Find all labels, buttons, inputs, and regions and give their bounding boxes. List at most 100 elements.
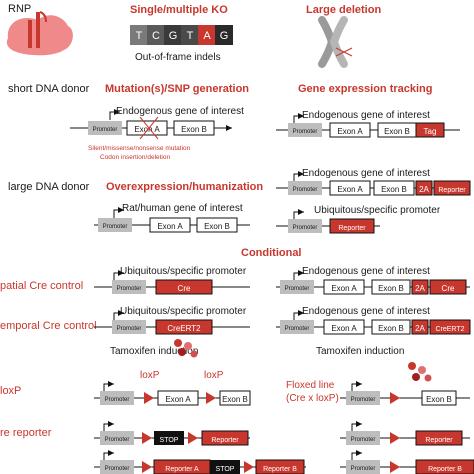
deletion-title: Large deletion bbox=[306, 4, 381, 16]
rnp-icon bbox=[6, 11, 73, 56]
exon-b-text: Exon B bbox=[426, 395, 452, 404]
temporal-label: emporal Cre control bbox=[0, 320, 97, 332]
promoter-text: Promoter bbox=[117, 286, 142, 292]
promoter-text: Promoter bbox=[93, 127, 118, 133]
exon-b-box bbox=[173, 120, 215, 136]
loxp-triangle-icon bbox=[390, 461, 400, 473]
tamoxifen-icon bbox=[408, 362, 432, 382]
promoter-text: Promoter bbox=[351, 397, 376, 403]
loxp-label: loxP bbox=[0, 385, 21, 397]
loxp-triangle-icon bbox=[142, 432, 152, 444]
temporal-induction-right: Tamoxifen induction bbox=[316, 346, 404, 357]
reporter-text: Reporter bbox=[438, 187, 466, 194]
exon-b-text: Exon B bbox=[384, 127, 410, 136]
mutation-title: Mutation(s)/SNP generation bbox=[105, 83, 249, 95]
ko-title: Single/multiple KO bbox=[130, 4, 228, 16]
ko-letter-5: A bbox=[203, 30, 211, 42]
ko-letter-2: C bbox=[152, 30, 160, 42]
promoter-text: Promoter bbox=[105, 437, 130, 443]
spatial-right-label: Endogenous gene of interest bbox=[302, 266, 430, 277]
overexpression-gene-label: Rat/human gene of interest bbox=[122, 203, 243, 214]
reporter-text: Reporter bbox=[425, 437, 453, 444]
large-donor-label: large DNA donor bbox=[8, 181, 90, 193]
promoter-text: Promoter bbox=[351, 466, 376, 472]
promoter-text: Promoter bbox=[105, 466, 130, 472]
exon-a-text: Exon A bbox=[331, 284, 357, 293]
ko-letter-1: T bbox=[136, 30, 143, 42]
ko-letter-6: G bbox=[220, 30, 229, 42]
temporal-induction-left: Tamoxifen induction bbox=[110, 346, 198, 357]
ko-letter-3: G bbox=[169, 30, 178, 42]
promoter-text: Promoter bbox=[293, 187, 318, 193]
loxp-triangle-icon bbox=[390, 432, 400, 444]
t2a-text: 2A bbox=[415, 284, 425, 293]
large-right-gene-label: Endogenous gene of interest bbox=[302, 168, 430, 179]
creert2-text: CreERT2 bbox=[167, 324, 201, 333]
promoter-text: Promoter bbox=[293, 225, 318, 231]
chromosome-icon bbox=[318, 16, 353, 68]
large-right-promoter-label: Ubiquitous/specific promoter bbox=[314, 205, 441, 216]
exon-b-text: Exon B bbox=[381, 185, 407, 194]
overexpression-title: Overexpression/humanization bbox=[106, 181, 263, 193]
promoter-box bbox=[88, 121, 122, 135]
exon-a-text: Exon A bbox=[337, 185, 363, 194]
exon-a-box bbox=[126, 120, 168, 136]
tracking-title: Gene expression tracking bbox=[298, 83, 433, 95]
reporter-b-text: Reporter B bbox=[428, 466, 462, 473]
exon-a-text: Exon A bbox=[331, 324, 357, 333]
loxp-site-1: loxP bbox=[140, 370, 160, 381]
conditional-title: Conditional bbox=[241, 247, 302, 259]
reporter-a-text: Reporter A bbox=[165, 466, 199, 473]
reporter-text: Reporter bbox=[211, 437, 239, 444]
short-donor-label: short DNA donor bbox=[8, 83, 90, 95]
loxp-triangle-icon bbox=[142, 461, 152, 473]
reporter-text: Reporter bbox=[338, 225, 366, 232]
tracking-gene-label: Endogenous gene of interest bbox=[302, 110, 430, 121]
exon-b-text: Exon B bbox=[222, 395, 248, 404]
promoter-text: Promoter bbox=[117, 326, 142, 332]
promoter-text: Promoter bbox=[105, 397, 130, 403]
stop-text: STOP bbox=[160, 437, 179, 444]
temporal-left-label: Ubiquitous/specific promoter bbox=[120, 306, 247, 317]
loxp-triangle-icon bbox=[244, 461, 254, 473]
creert2-text: CreERT2 bbox=[435, 326, 464, 333]
spatial-left-label: Ubiquitous/specific promoter bbox=[120, 266, 247, 277]
exon-a-text: Exon A bbox=[157, 222, 183, 231]
exon-a-text: Exon A bbox=[337, 127, 363, 136]
mutation-note-2: Codon insertion/deletion bbox=[100, 154, 170, 161]
reporter-b-text: Reporter B bbox=[263, 466, 297, 473]
promoter-text: Promoter bbox=[285, 326, 310, 332]
loxp-site-2: loxP bbox=[204, 370, 224, 381]
exon-b-text: Exon B bbox=[378, 324, 404, 333]
mutation-cross-icon bbox=[139, 116, 159, 140]
loxp-triangle-icon bbox=[188, 432, 198, 444]
ko-sequence: T C G T A G bbox=[130, 25, 233, 45]
loxp-triangle-icon bbox=[390, 392, 400, 404]
floxed-title: Floxed line bbox=[286, 380, 335, 391]
tag-text: Tag bbox=[424, 127, 437, 136]
ko-letter-4: T bbox=[187, 30, 194, 42]
loxp-triangle-icon bbox=[206, 392, 216, 404]
spatial-label: patial Cre control bbox=[0, 280, 83, 292]
loxp-triangle-icon bbox=[144, 392, 154, 404]
promoter-text: Promoter bbox=[285, 286, 310, 292]
cre-text: Cre bbox=[178, 284, 191, 293]
promoter-text: Promoter bbox=[293, 129, 318, 135]
mutation-note-1: Silent/missense/nonsense mutation bbox=[88, 145, 191, 152]
reporter-label: re reporter bbox=[0, 427, 52, 439]
promoter-text: Promoter bbox=[103, 224, 128, 230]
ko-caption: Out-of-frame indels bbox=[135, 52, 221, 63]
stop-text: STOP bbox=[216, 466, 235, 473]
exon-b-text: Exon B bbox=[181, 125, 207, 134]
rnp-label: RNP bbox=[8, 3, 31, 15]
exon-a-text: Exon A bbox=[165, 395, 191, 404]
exon-b-text: Exon B bbox=[204, 222, 230, 231]
t2a-text: 2A bbox=[419, 185, 429, 194]
tamoxifen-icon bbox=[174, 339, 198, 358]
temporal-right-label: Endogenous gene of interest bbox=[302, 306, 430, 317]
cre-text: Cre bbox=[442, 284, 455, 293]
t2a-text: 2A bbox=[415, 324, 425, 333]
floxed-subtitle: (Cre x loxP) bbox=[286, 393, 339, 404]
